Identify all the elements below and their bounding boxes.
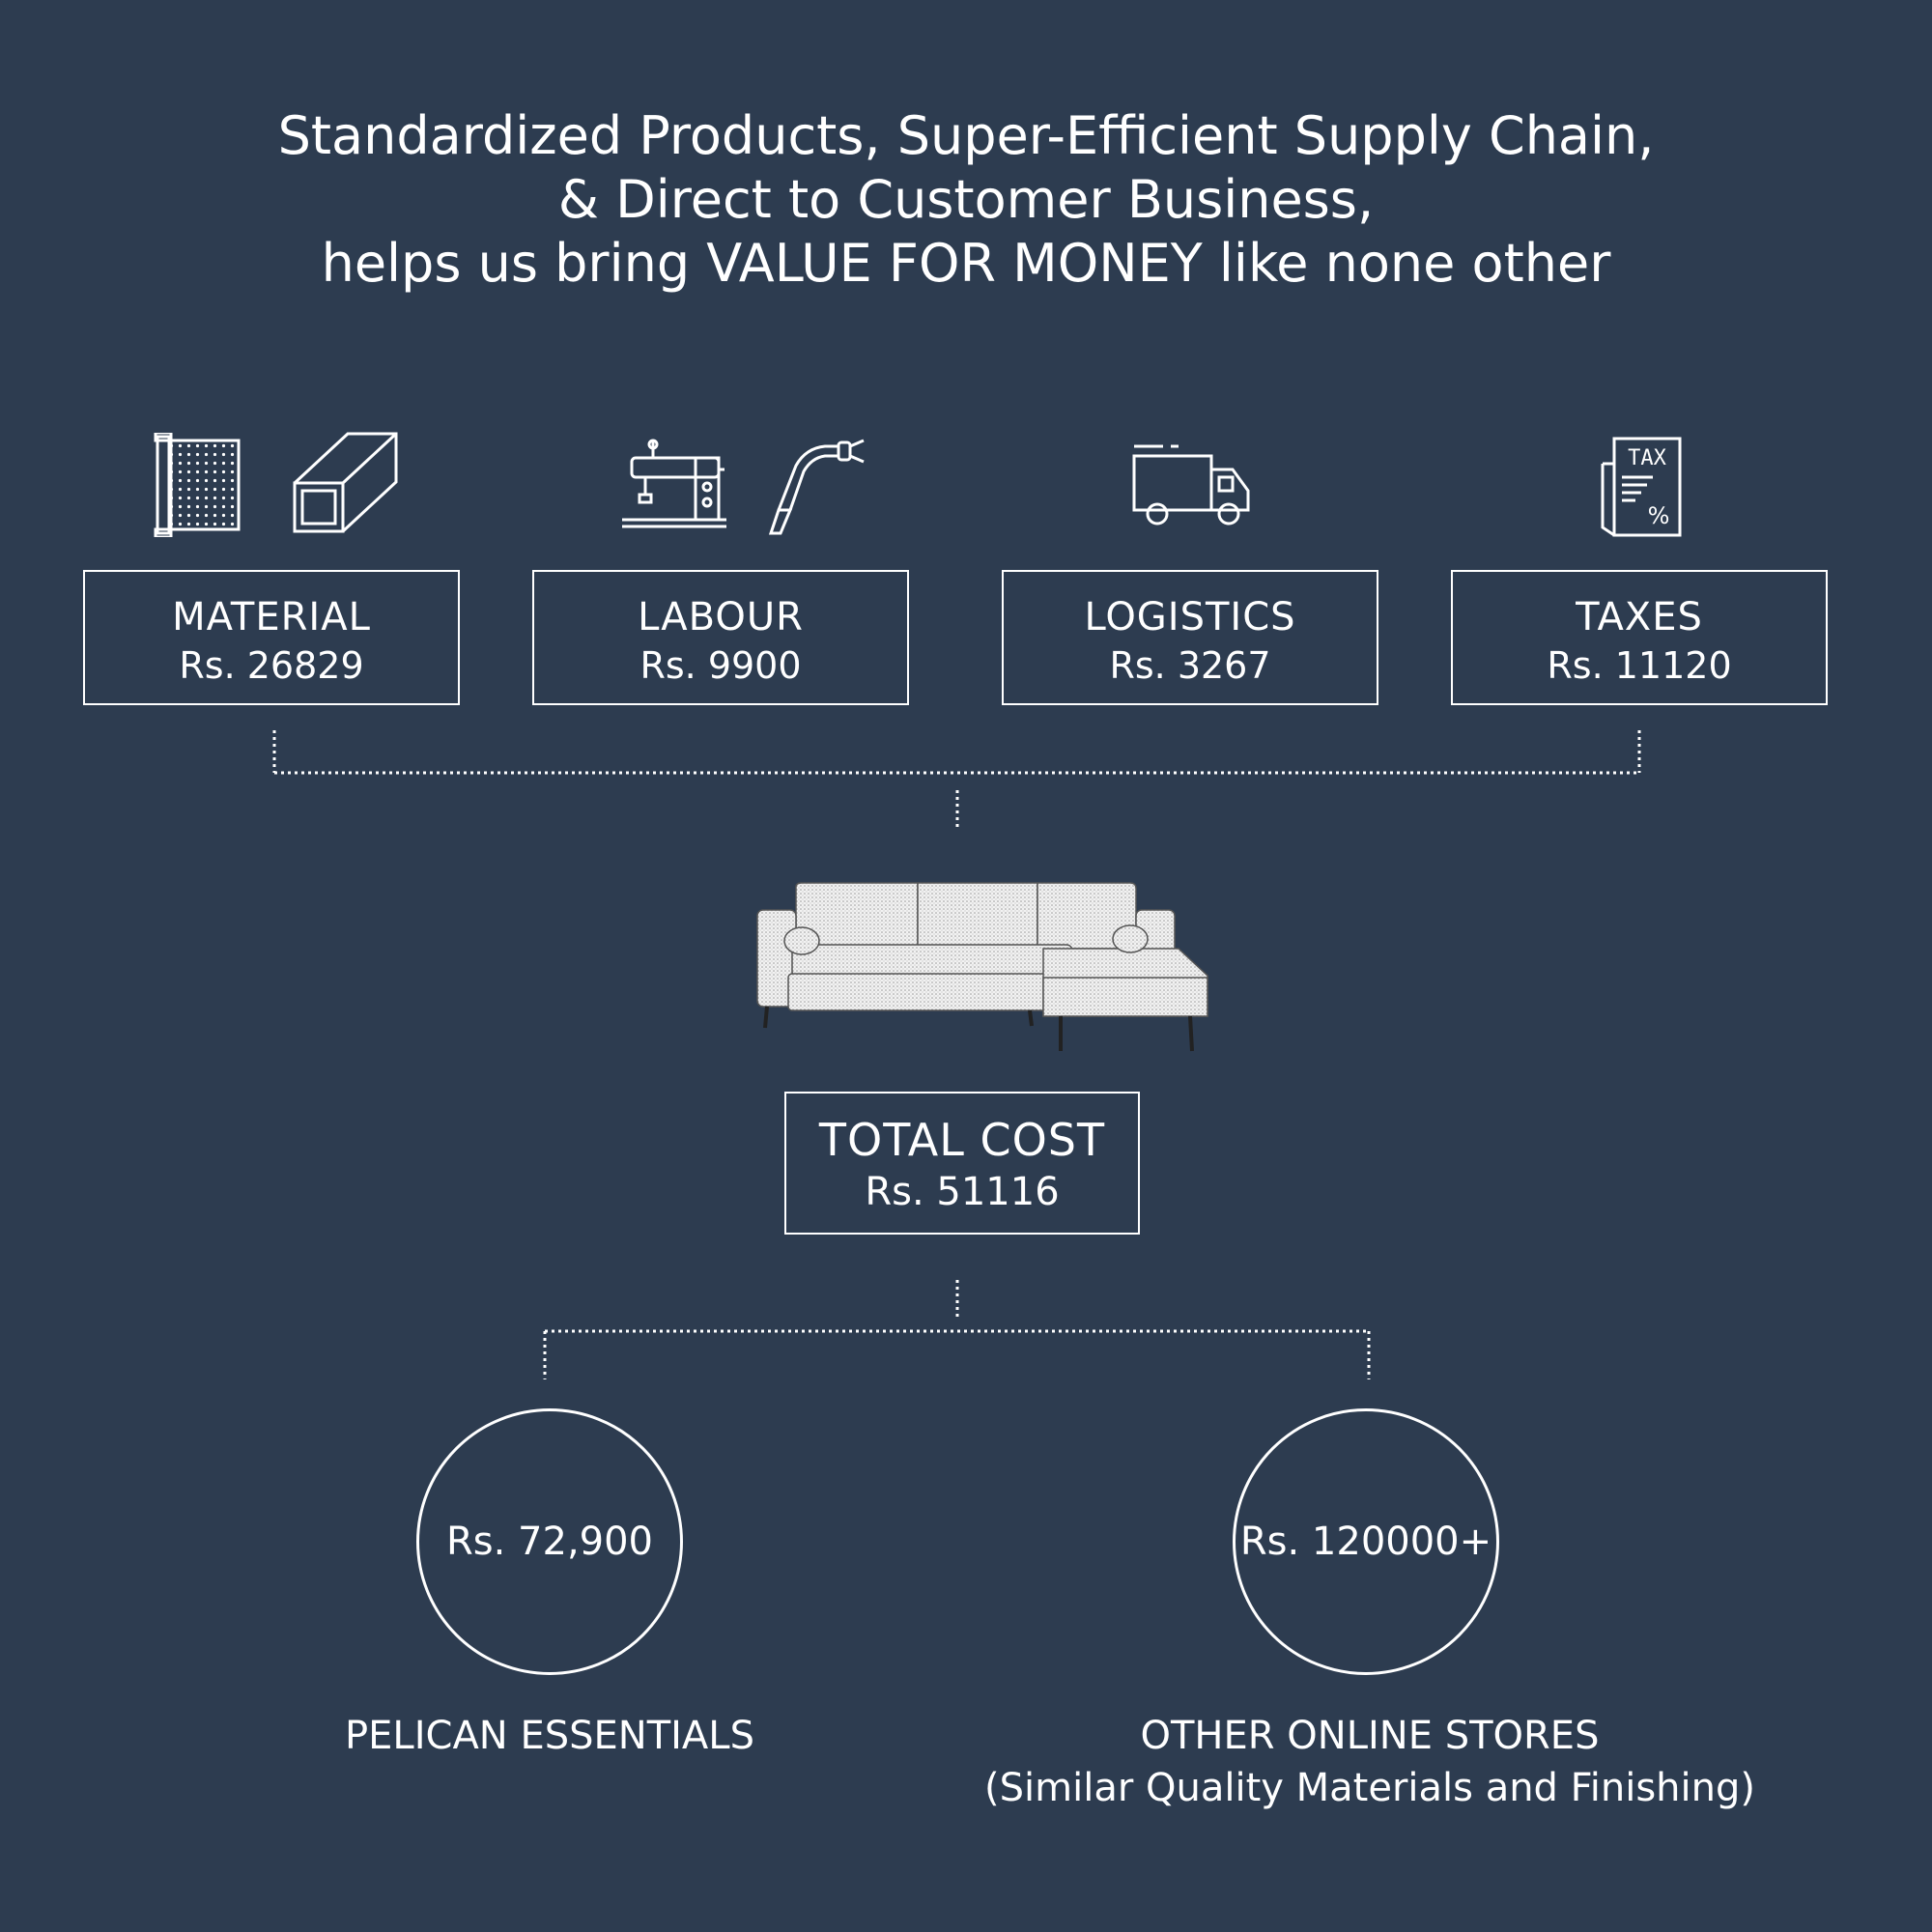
headline-line-3: helps us bring VALUE FOR MONEY like none… — [321, 233, 1611, 294]
fabric-roll-icon — [154, 433, 241, 537]
tax-document-icon: TAX % — [1601, 437, 1682, 537]
cost-box-labour: LABOUR Rs. 9900 — [532, 570, 909, 705]
total-cost-box: TOTAL COST Rs. 51116 — [784, 1092, 1140, 1235]
store-label-pelican: PELICAN ESSENTIALS — [260, 1710, 839, 1762]
cost-value: Rs. 26829 — [179, 644, 364, 687]
total-cost-value: Rs. 51116 — [865, 1170, 1060, 1214]
cost-label: LABOUR — [638, 595, 804, 639]
sewing-machine-icon — [622, 439, 726, 528]
cost-value: Rs. 3267 — [1109, 644, 1271, 687]
price-circle-other-stores: Rs. 120000+ — [1233, 1408, 1499, 1675]
store-name: PELICAN ESSENTIALS — [345, 1714, 754, 1758]
sofa-icon — [756, 882, 1208, 1052]
price-circle-pelican: Rs. 72,900 — [416, 1408, 683, 1675]
cost-value: Rs. 9900 — [639, 644, 802, 687]
headline: Standardized Products, Super-Efficient S… — [0, 104, 1932, 296]
welding-torch-icon — [768, 439, 865, 535]
cost-label: TAXES — [1576, 595, 1703, 639]
cost-box-logistics: LOGISTICS Rs. 3267 — [1002, 570, 1378, 705]
store-label-other-stores: OTHER ONLINE STORES (Similar Quality Mat… — [887, 1710, 1853, 1814]
tax-icon-text: TAX — [1628, 446, 1666, 470]
cost-box-taxes: TAXES Rs. 11120 — [1451, 570, 1828, 705]
store-note: (Similar Quality Materials and Finishing… — [984, 1766, 1755, 1810]
cost-value: Rs. 11120 — [1547, 644, 1732, 687]
cost-label: LOGISTICS — [1084, 595, 1296, 639]
headline-line-2: & Direct to Customer Business, — [557, 169, 1375, 230]
store-name: OTHER ONLINE STORES — [1140, 1714, 1600, 1758]
steel-tube-icon — [293, 432, 398, 533]
delivery-truck-icon — [1132, 444, 1250, 526]
cost-label: MATERIAL — [172, 595, 371, 639]
price-value: Rs. 120000+ — [1239, 1520, 1492, 1564]
cost-box-material: MATERIAL Rs. 26829 — [83, 570, 460, 705]
percent-icon-text: % — [1648, 502, 1670, 529]
total-cost-label: TOTAL COST — [818, 1114, 1106, 1166]
headline-line-1: Standardized Products, Super-Efficient S… — [277, 105, 1655, 166]
price-value: Rs. 72,900 — [445, 1520, 654, 1564]
